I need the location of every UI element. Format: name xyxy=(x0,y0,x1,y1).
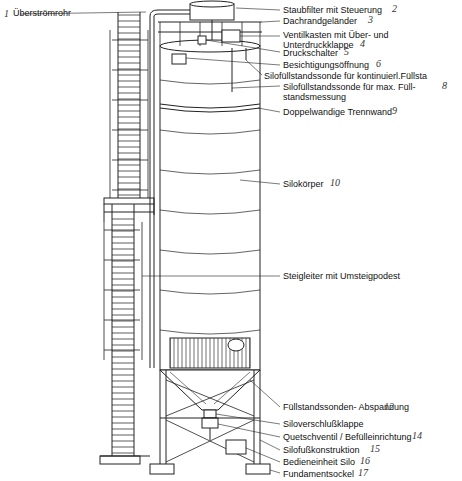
part-label: Überströmrohr xyxy=(13,8,71,18)
part-label: Dachrandgeländer xyxy=(283,16,357,26)
part-label: Steigleiter mit Umsteigpodest xyxy=(283,271,400,281)
part-label: Druckschalter xyxy=(283,48,338,58)
part-label: Ventilkasten mit Über- und Unterdruckkla… xyxy=(283,30,415,50)
part-label: Siloverschlußklappe xyxy=(283,419,364,429)
callout-number: 9 xyxy=(392,105,397,116)
callout-number: 10 xyxy=(330,177,340,188)
callout-number: 16 xyxy=(360,455,370,466)
callout-number: 5 xyxy=(344,46,349,57)
part-label: Silofußkonstruktion xyxy=(283,445,360,455)
callout-number: 17 xyxy=(358,467,368,478)
callout-number: 1 xyxy=(4,8,9,19)
part-label: Fundamentsockel xyxy=(283,469,354,479)
callout-number: 12 xyxy=(384,401,394,412)
callout-number: 15 xyxy=(370,443,380,454)
part-label: Doppelwandige Trennwand xyxy=(283,107,392,117)
part-label: Staubfilter mit Steuerung xyxy=(283,5,382,15)
callout-number: 8 xyxy=(442,80,447,91)
callout-number: 14 xyxy=(412,430,422,441)
callout-number: 3 xyxy=(368,14,373,25)
part-label: Bedieneinheit Silo xyxy=(283,457,355,467)
part-label: Silofüllstandssonde für kontinuierl.Füll… xyxy=(264,71,427,81)
part-label: Quetschventil / Befülleinrichtung xyxy=(283,432,412,442)
part-label: Silokörper xyxy=(283,179,324,189)
callout-number: 6 xyxy=(376,58,381,69)
part-label: Silofüllstandssonde für max. Füll- stand… xyxy=(283,82,433,102)
part-label: Besichtigungsöffnung xyxy=(283,60,369,70)
callout-number: 4 xyxy=(360,38,365,49)
callout-number: 2 xyxy=(392,3,397,14)
